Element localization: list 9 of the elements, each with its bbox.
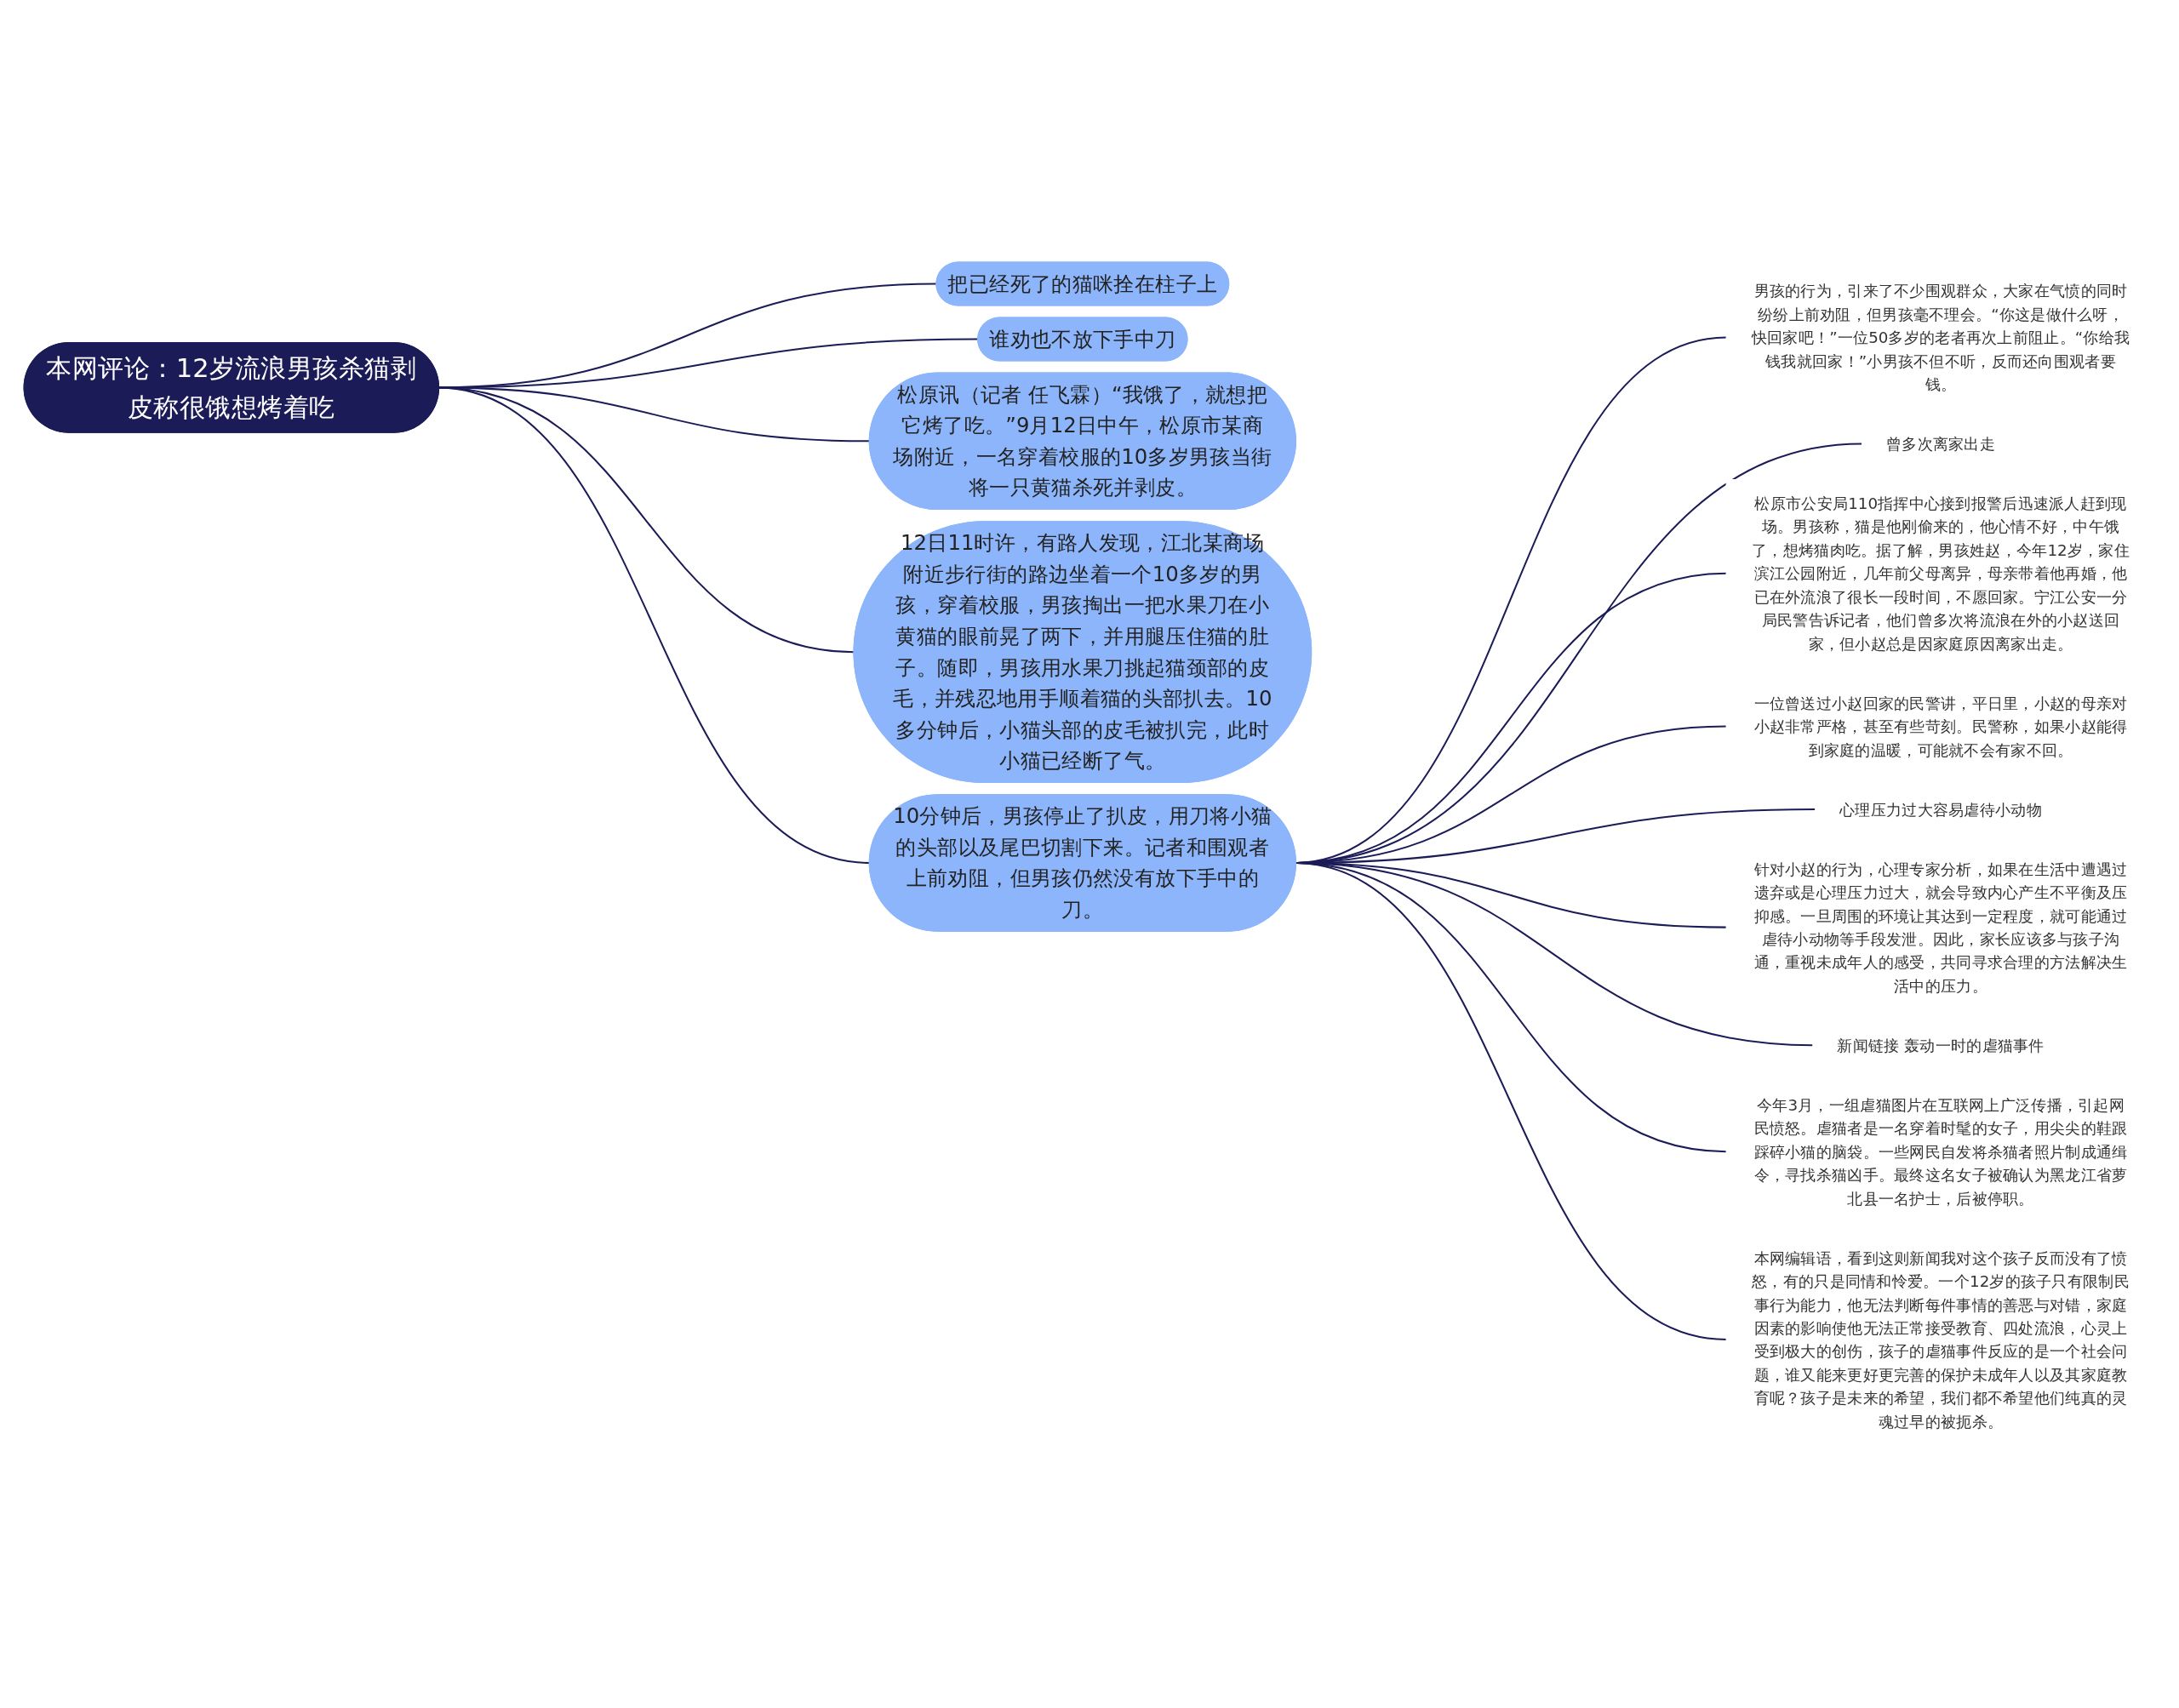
node-text: 今年3月，一组虐猫图片在互联网上广泛传播，引起网民愤怒。虐猫者是一名穿着时髦的女子，用尖尖的鞋跟踩碎小猫的脑袋。一些网民自发将杀猫者照片制成通缉令，寻找杀猫凶手。最终这名女子被确认为黑龙江省萝北县一名护士，后被停职。 (1753, 1096, 2128, 1208)
node-text: 本网编辑语，看到这则新闻我对这个孩子反而没有了愤怒，有的只是同情和怜爱。一个12岁的孩子只有限制民事行为能力，他无法判断每件事情的善恶与对错，家庭因素的影响使他无法正常接受教育、四处流浪，心灵上受到极大的创伤，孩子的虐猫事件反应的是一个社会问题，谁又能来更好更完善的保护未成年人以及其家庭教育呢？孩子是未来的希望，我们都不希望他们纯真的灵魂过早的被扼杀。 (1752, 1248, 2130, 1431)
node-text: 一位曾送过小赵回家的民警讲，平日里，小赵的母亲对小赵非常严格，甚至有些苛刻。民警称，如果小赵能得到家庭的温暖，可能就不会有家不回。 (1753, 694, 2128, 760)
node-text: 松原市公安局110指挥中心接到报警后迅速派人赶到现场。男孩称，猫是他刚偷来的，他心情不好，中午饿了，想烤猫肉吃。据了解，男孩姓赵，今年12岁，家住滨江公园附近，几年前父母离异，母亲带着他再婚，他已在外流浪了很长一段时间，不愿回家。宁江公安一分局民警告诉记者，他们曾多次将流浪在外的小赵送回家，但小赵总是因家庭原因离家出走。 (1752, 494, 2130, 654)
node-text: 心理压力过大容易虐待小动物 (1839, 800, 2042, 820)
node-text: 针对小赵的行为，心理专家分析，如果在生活中遭遇过遗弃或是心理压力过大，就会导致内心产生不平衡及压抑感。一旦周围的环境让其达到一定程度，就可能通过虐待小动物等手段发泄。因此，家长应该多与孩子沟通，重视未成年人的感受，共同寻求合理的方法解决生活中的压力。 (1753, 860, 2128, 996)
node-text: 男孩的行为，引来了不少围观群众，大家在气愤的同时纷纷上前劝阻，但男孩毫不理会。“你这是做什么呀，快回家吧！”一位50多岁的老者再次上前阻止。“你给我钱我就回家！”小男孩不但不听，反而还向围观者要钱。 (1751, 282, 2130, 394)
node-text: 新闻链接 轰动一时的虐猫事件 (1837, 1037, 2045, 1055)
node-text: 曾多次离家出走 (1886, 435, 1995, 454)
